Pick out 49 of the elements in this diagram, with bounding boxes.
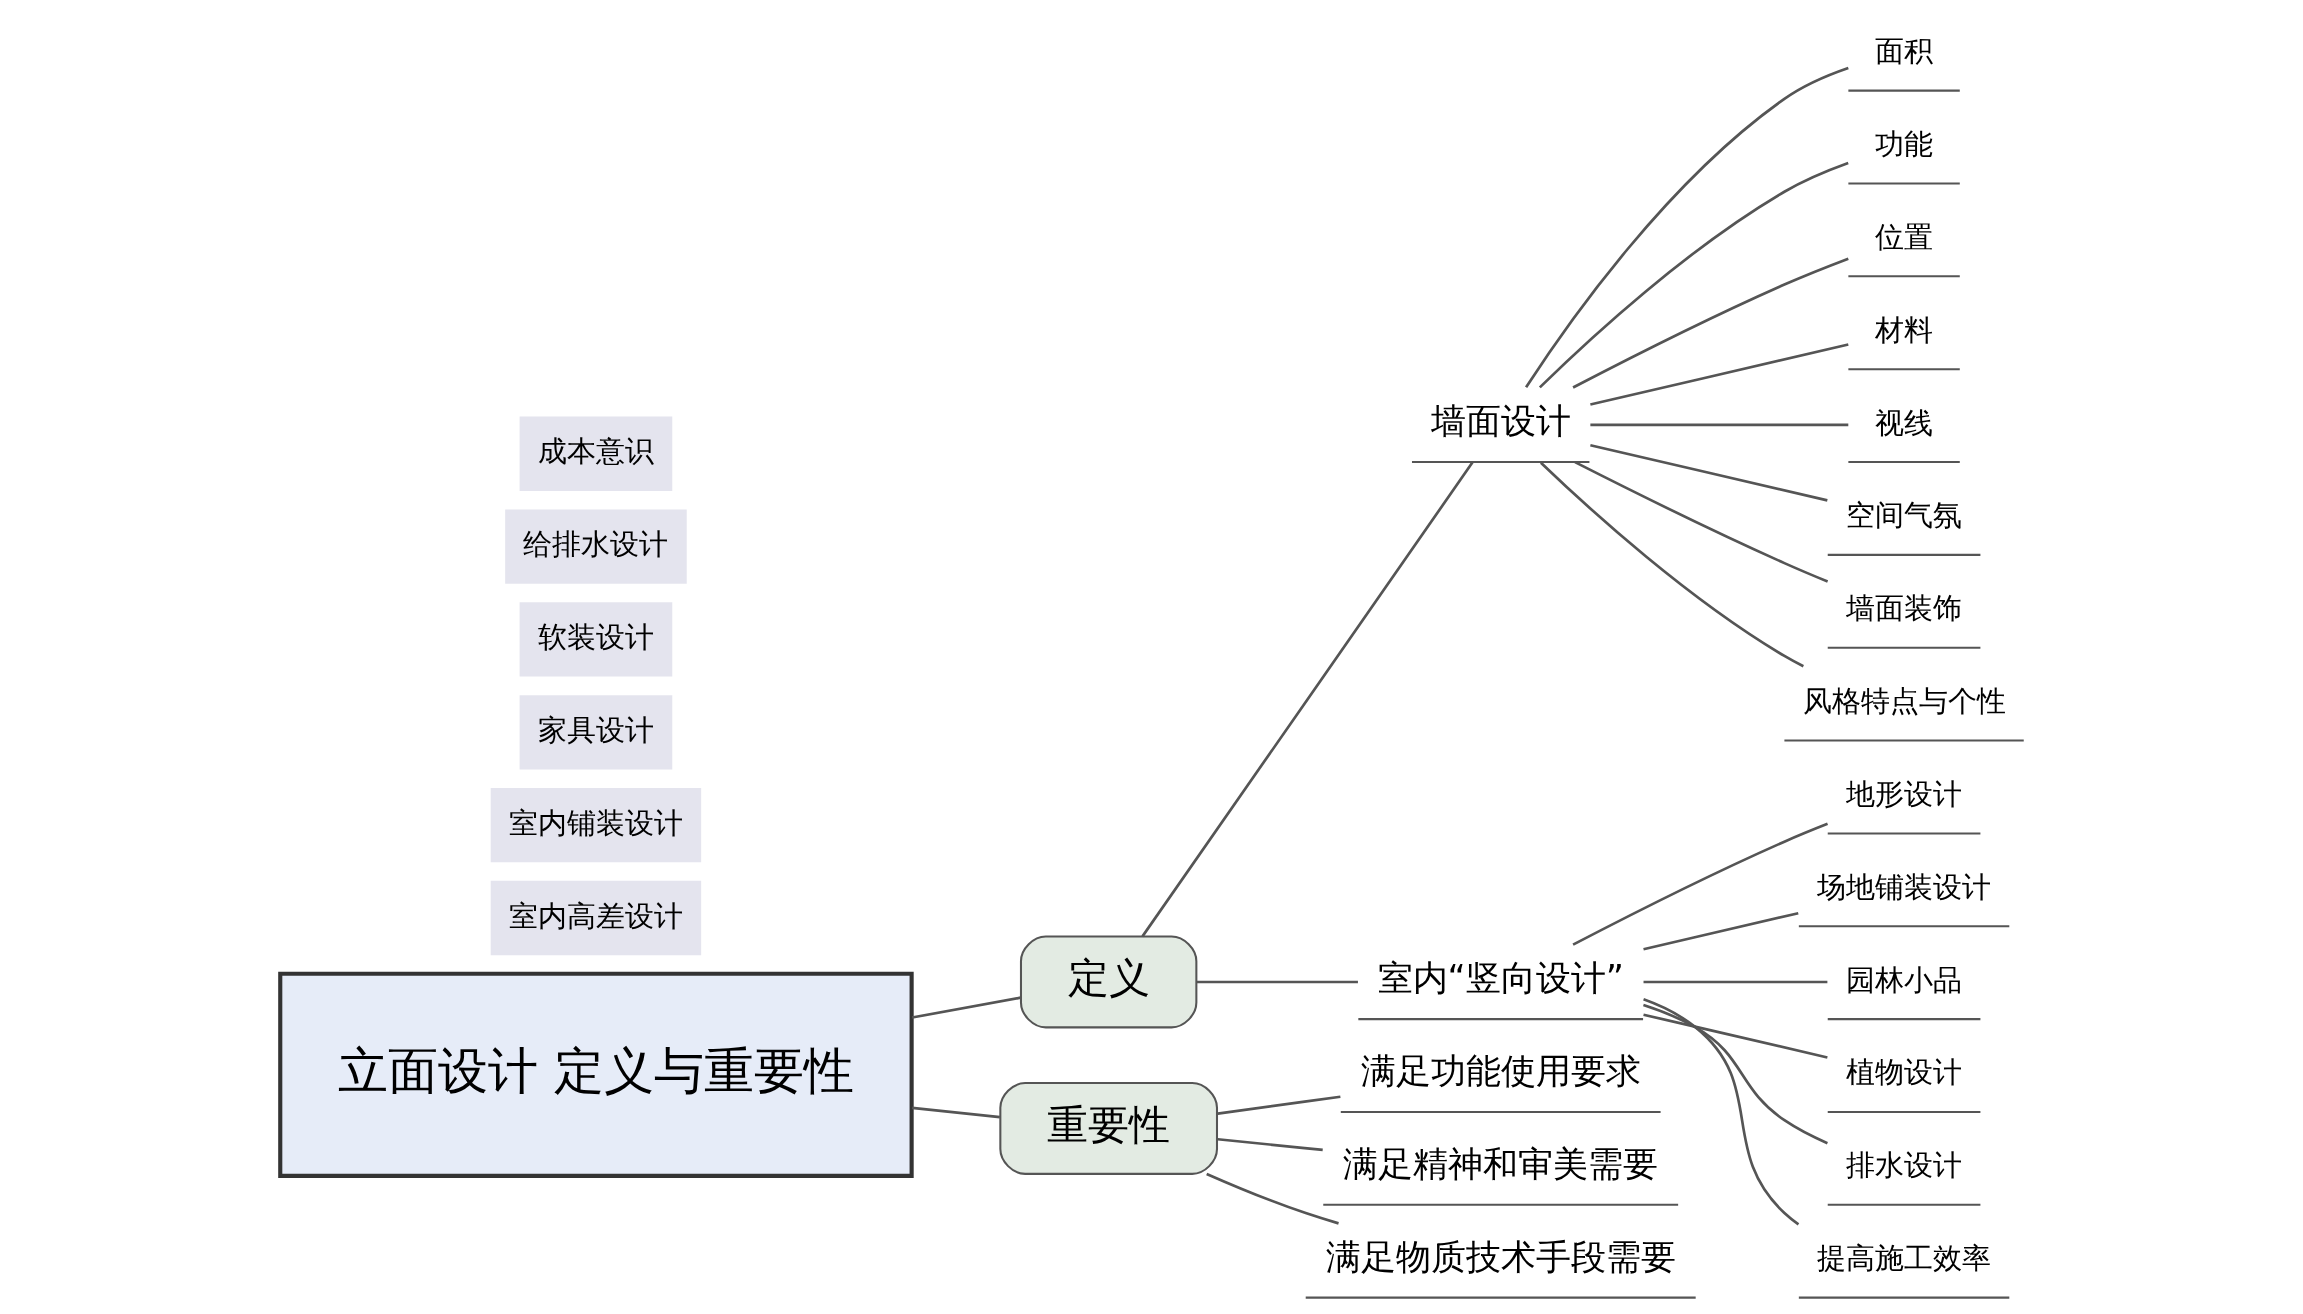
connector — [1538, 161, 1849, 389]
node-text: 提高施工效率 — [1816, 1241, 1991, 1276]
connector — [911, 996, 1021, 1019]
connector — [1589, 443, 1828, 502]
node-text: 空间气氛 — [1845, 498, 1962, 533]
node-text: 植物设计 — [1845, 1055, 1962, 1090]
node-text: 满足物质技术手段需要 — [1325, 1235, 1676, 1277]
node-text: 视线 — [1874, 405, 1933, 440]
node-text: 材料 — [1874, 312, 1933, 347]
node-text: 园林小品 — [1845, 962, 1962, 997]
label: 室内高差设计 — [508, 898, 683, 933]
connector — [1642, 1013, 1828, 1059]
node-text: 面积 — [1874, 34, 1933, 69]
connector — [1196, 980, 1358, 984]
label: 家具设计 — [537, 712, 654, 747]
connector — [1217, 1095, 1341, 1115]
node-box: 定义 — [1019, 935, 1197, 1029]
node-text: 地形设计 — [1845, 776, 1962, 811]
node-text: 墙面设计 — [1430, 400, 1571, 442]
label: 成本意识 — [537, 434, 654, 469]
node-text: 功能 — [1874, 126, 1933, 161]
connector — [911, 1106, 1000, 1119]
connector — [1205, 1172, 1339, 1225]
node-text: 满足精神和审美需要 — [1342, 1143, 1658, 1185]
node-text: 排水设计 — [1845, 1148, 1962, 1183]
label: 室内铺装设计 — [508, 805, 683, 840]
node-text: 位置 — [1874, 219, 1933, 254]
connector — [1589, 423, 1848, 427]
connector — [1643, 980, 1827, 984]
connector — [1589, 343, 1849, 406]
connector — [1642, 911, 1799, 951]
node-box: 立面设计 定义与重要性 — [277, 971, 914, 1178]
node-box: 重要性 — [998, 1082, 1218, 1175]
label: 软装设计 — [537, 620, 654, 655]
node-text: 室内“竖向设计” — [1377, 957, 1624, 999]
connector — [1573, 460, 1828, 583]
node-text: 风格特点与个性 — [1802, 684, 2006, 719]
connector — [1571, 822, 1828, 946]
connector — [1539, 461, 1804, 668]
connector — [1642, 998, 1799, 1226]
connector — [1642, 1003, 1828, 1145]
connector — [1524, 66, 1849, 389]
connector — [1571, 257, 1849, 389]
connector — [1140, 461, 1474, 938]
node-text: 满足功能使用要求 — [1360, 1050, 1641, 1092]
label: 给排水设计 — [522, 527, 668, 562]
node-text: 墙面装饰 — [1845, 591, 1962, 626]
node-text: 场地铺装设计 — [1816, 869, 1991, 904]
connector — [1217, 1137, 1323, 1152]
